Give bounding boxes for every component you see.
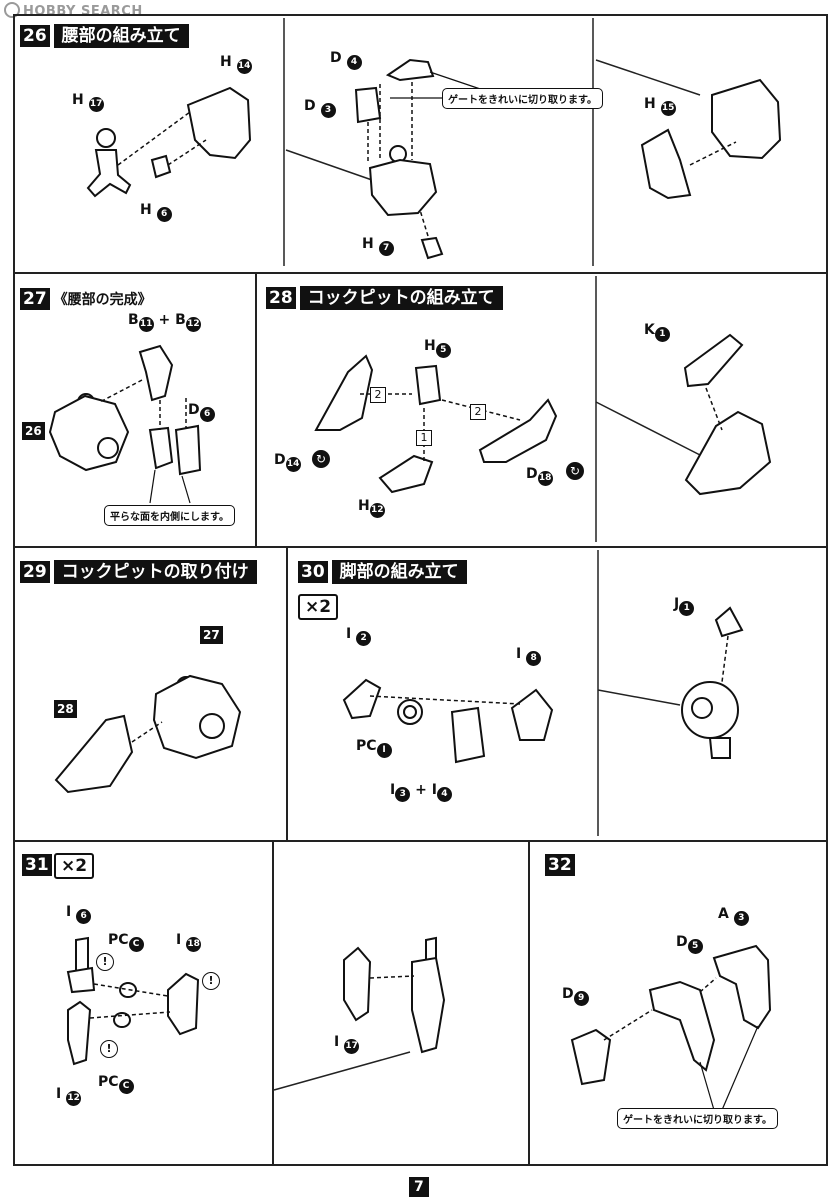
part-label: D18	[526, 466, 553, 486]
part-label: H12	[358, 498, 385, 518]
part-label: H 6	[140, 202, 172, 222]
part-label: H 7	[362, 236, 394, 256]
part-label: D 3	[304, 98, 336, 118]
divider	[286, 546, 288, 840]
flat-side-note: 平らな面を内側にします。	[104, 505, 235, 526]
part-label: D14	[274, 452, 301, 472]
caution-icon: !	[100, 1040, 118, 1058]
part-label: B11 + B12	[128, 312, 201, 332]
order-mark: 1	[416, 430, 432, 446]
step-30-header: 30 脚部の組み立て	[298, 560, 467, 584]
part-label: I 8	[516, 646, 542, 666]
step-title: 腰部の組み立て	[53, 24, 189, 48]
step-title: 《腰部の完成》	[53, 292, 152, 308]
step-number: 27	[20, 288, 50, 310]
part-label: I 18	[176, 932, 202, 952]
step-reference: 28	[54, 700, 77, 718]
order-mark: 2	[470, 404, 486, 420]
step-32-header: 32	[545, 854, 575, 876]
caution-icon: !	[96, 953, 114, 971]
divider	[13, 546, 828, 548]
part-label: I 12	[56, 1086, 82, 1106]
divider	[272, 840, 274, 1166]
hobbysearch-logo-icon	[4, 2, 20, 18]
caution-icon: !	[202, 972, 220, 990]
step-26-header: 26 腰部の組み立て	[20, 24, 189, 48]
page-frame	[13, 14, 828, 1166]
part-label: I 17	[334, 1034, 360, 1054]
step-title: コックピットの取り付け	[53, 560, 257, 584]
step-number: 31	[22, 854, 52, 876]
step-number: 32	[545, 854, 575, 876]
divider	[13, 272, 828, 274]
step-reference: 27	[200, 626, 223, 644]
part-label: H 14	[220, 54, 252, 74]
step-title: 脚部の組み立て	[331, 560, 467, 584]
cement-icon: ↻	[312, 450, 330, 468]
divider	[528, 840, 530, 1166]
step-number: 28	[266, 287, 296, 309]
step-28-header: 28 コックピットの組み立て	[266, 286, 503, 310]
page-number: 7	[409, 1177, 429, 1197]
step-number: 29	[20, 561, 50, 583]
step-number: 26	[20, 25, 50, 47]
step-reference: 26	[22, 422, 45, 440]
part-label: I 2	[346, 626, 372, 646]
step-29-header: 29 コックピットの取り付け	[20, 560, 257, 584]
step-27-header: 27 《腰部の完成》	[20, 288, 152, 310]
gate-note: ゲートをきれいに切り取ります。	[442, 88, 603, 109]
step-31-header: 31	[22, 854, 52, 876]
part-label: I 6	[66, 904, 92, 924]
step-title: コックピットの組み立て	[299, 286, 503, 310]
gate-note: ゲートをきれいに切り取ります。	[617, 1108, 778, 1129]
order-mark: 2	[370, 387, 386, 403]
divider	[255, 272, 257, 546]
step-number: 30	[298, 561, 328, 583]
divider	[13, 840, 828, 842]
multiplier-badge: ×2	[54, 853, 95, 879]
cement-icon: ↻	[566, 462, 584, 480]
part-label: H 17	[72, 92, 104, 112]
part-label: D 4	[330, 50, 362, 70]
part-label: A 3	[718, 906, 749, 926]
part-label: H 15	[644, 96, 676, 116]
multiplier-badge: ×2	[298, 594, 339, 620]
